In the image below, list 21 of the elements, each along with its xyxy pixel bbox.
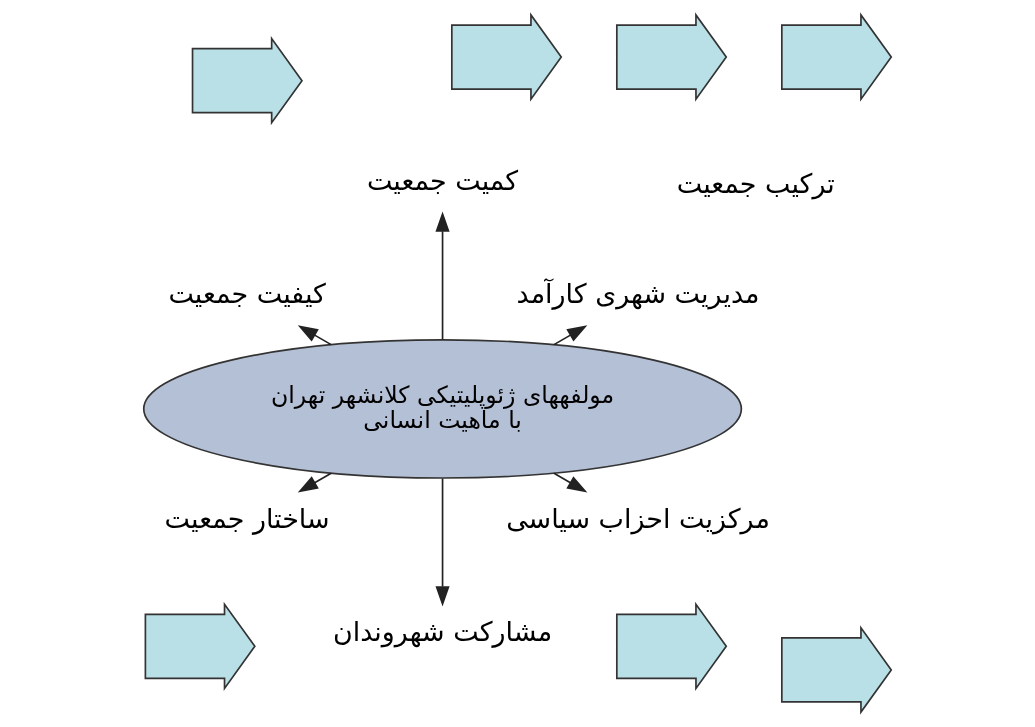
node-arrow — [191, 35, 303, 126]
node-text: مشارکت شهروندان — [332, 616, 553, 648]
node-text: مدیریت شهری کارآمد — [516, 277, 760, 309]
arrow — [553, 325, 588, 346]
arrow — [435, 211, 450, 341]
node-arrow — [616, 601, 728, 692]
node-text: مرکزیت احزاب سیاسی — [506, 503, 770, 535]
arrow — [435, 477, 450, 607]
node-text: کیفیت جمعیت — [168, 277, 326, 309]
node-ellipse: مولفههای ژئوپلیتیکی کلانشهر تهران با ماهیت انسانی — [142, 339, 743, 479]
arrow — [297, 325, 332, 346]
node-arrow — [144, 601, 256, 692]
arrow — [553, 472, 588, 493]
node-text: کمیت جمعیت — [366, 164, 519, 196]
node-arrow — [451, 12, 563, 102]
node-text: ساختار جمعیت — [164, 503, 330, 535]
arrow — [297, 472, 332, 493]
node-arrow — [781, 12, 893, 102]
node-text: ترکیب جمعیت — [676, 168, 835, 200]
node-arrow — [781, 625, 893, 715]
node-arrow — [616, 12, 728, 102]
